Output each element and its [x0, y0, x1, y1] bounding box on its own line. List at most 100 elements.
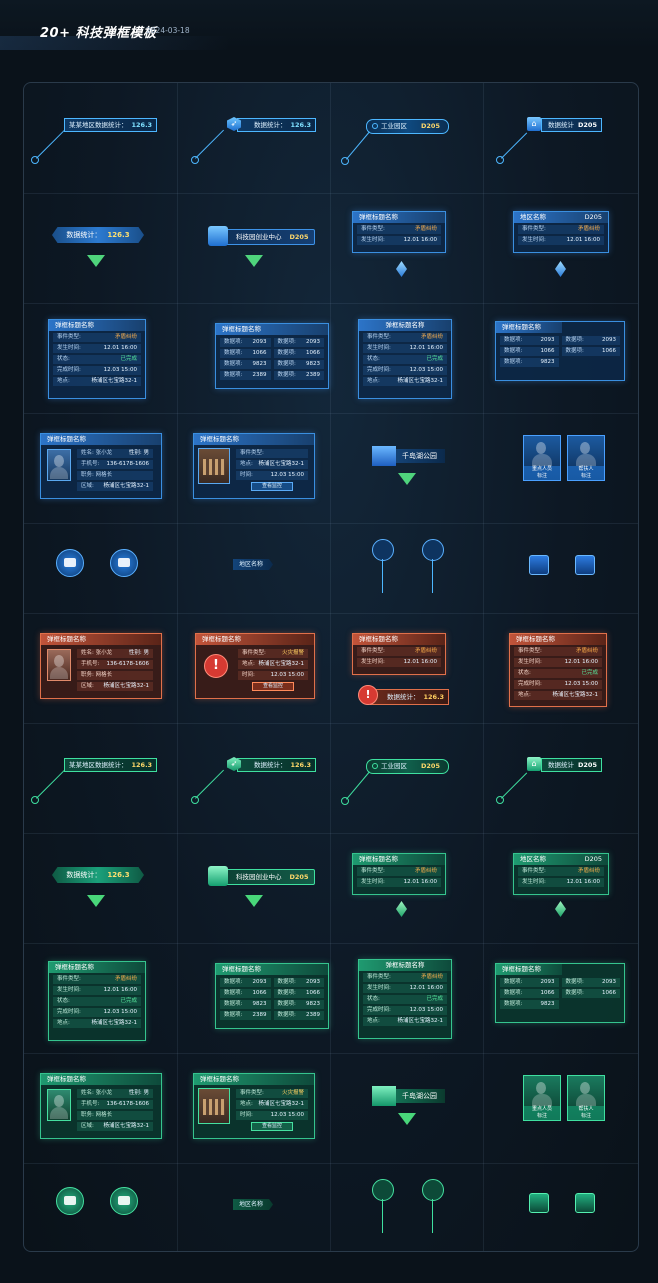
row-event: 事件类型:矛盾纠纷: [53, 975, 141, 984]
stats-tag-callout-green[interactable]: 某某地区数据统计：126.3: [24, 723, 177, 833]
row-key: 状态:: [367, 356, 380, 362]
popup-detail[interactable]: 弹框标题名称 事件类型:矛盾纠纷 发生时间:12.01 16:00 状态:已完成…: [24, 303, 177, 413]
park-marker[interactable]: 千岛湖公园: [330, 413, 483, 523]
tag-badge-icon[interactable]: [529, 555, 549, 575]
popup-grid[interactable]: 弹框标题名称 数据项:2093 数据项:2093 数据项:1066 数据项:10…: [177, 303, 330, 413]
bus-pins-green[interactable]: [24, 1163, 177, 1251]
park-label: 千岛湖公园: [372, 446, 445, 466]
banner-label: 数据统计：: [66, 231, 102, 239]
popup-wide-grid[interactable]: 弹框标题名称 数据项:2093 数据项:2093 数据项:1066 数据项:10…: [483, 303, 636, 413]
helper-tile[interactable]: 帮扶人标注: [567, 1075, 605, 1121]
chevron-down-icon: [398, 1113, 416, 1125]
row-val: 杨浦区七宝路32-1: [258, 1101, 304, 1107]
bus-stick-pins[interactable]: [330, 523, 483, 613]
person-card[interactable]: 弹框标题名称 姓名: 张小龙性别: 男 手机号:136-6178-1606 职务…: [24, 413, 177, 523]
row-val: 已完成: [581, 670, 598, 676]
view-monitor-button[interactable]: 查看监控: [251, 482, 293, 491]
hex-stats-callout[interactable]: 数据统计：126.3 ➶: [177, 83, 330, 193]
cell-key: 数据项:: [224, 990, 243, 996]
cell-key: 数据项:: [565, 979, 584, 985]
tag-value: D205: [578, 121, 597, 129]
bus-icon[interactable]: [422, 539, 444, 561]
popup-small[interactable]: 弹框标题名称 事件类型:矛盾纠纷 发生时间:12.01 16:00: [330, 193, 483, 303]
popup-grid-green[interactable]: 弹框标题名称 数据项:2093 数据项:2093 数据项:1066 数据项:10…: [177, 943, 330, 1053]
fire-alarm-card[interactable]: 弹框标题名称 ! 事件类型:火灾报警 地点:杨浦区七宝路32-1 时间:12.0…: [177, 613, 330, 723]
view-monitor-button[interactable]: 查看监控: [252, 682, 294, 691]
tag-badges-green[interactable]: [483, 1163, 636, 1251]
row-val: 性别: 男: [128, 450, 149, 456]
banner-stats[interactable]: 数据统计：126.3: [24, 193, 177, 303]
cell-val: 2093: [602, 979, 616, 985]
people-tiles-green[interactable]: 重点人员标注 帮扶人标注: [483, 1053, 636, 1163]
view-monitor-button[interactable]: 查看监控: [251, 1122, 293, 1131]
person-info: 姓名: 张小龙性别: 男 手机号:136-6178-1606 职务: 网格长 区…: [73, 647, 157, 693]
detail-box: 弹框标题名称 事件类型:矛盾纠纷 发生时间:12.01 16:00 状态:已完成…: [48, 319, 146, 399]
bus-icon[interactable]: [372, 539, 394, 561]
tag-badges[interactable]: [483, 523, 636, 613]
banner-stats-green[interactable]: 数据统计：126.3: [24, 833, 177, 943]
region-flag-green[interactable]: 地区名称: [177, 1163, 330, 1251]
people-tiles[interactable]: 重点人员标注 帮扶人标注: [483, 413, 636, 523]
key-person-tile[interactable]: 重点人员标注: [523, 1075, 561, 1121]
grid-cell: 数据项:1066: [500, 989, 559, 998]
park-marker-green[interactable]: 千岛湖公园: [330, 1053, 483, 1163]
tag-badge-icon[interactable]: [575, 1193, 595, 1213]
cell-key: 数据项:: [277, 350, 296, 356]
tag-value: D205: [578, 761, 597, 769]
bus-pin-icon[interactable]: [110, 549, 138, 577]
popup-detail-green[interactable]: 弹框标题名称 事件类型:矛盾纠纷 发生时间:12.01 16:00 状态:已完成…: [24, 943, 177, 1053]
bus-pins[interactable]: [24, 523, 177, 613]
popup-title: 弹框标题名称: [216, 324, 328, 335]
row-key: 地点:: [518, 692, 531, 698]
row-val: 杨浦区七宝路32-1: [397, 378, 443, 384]
row-event: 事件类型:矛盾纠纷: [514, 647, 602, 656]
bus-icon[interactable]: [372, 1179, 394, 1201]
popup-small-green[interactable]: 弹框标题名称 事件类型:矛盾纠纷 发生时间:12.01 16:00: [330, 833, 483, 943]
bus-pin-icon[interactable]: [56, 1187, 84, 1215]
person-card-green[interactable]: 弹框标题名称 姓名: 张小龙性别: 男 手机号:136-6178-1606 职务…: [24, 1053, 177, 1163]
row-location: 地点:杨浦区七宝路32-1: [236, 460, 308, 469]
helper-tile[interactable]: 帮扶人标注: [567, 435, 605, 481]
popup-detail-alert[interactable]: 弹框标题名称 事件类型:矛盾纠纷 发生时间:12.01 16:00 状态:已完成…: [483, 613, 636, 723]
bus-pin-icon[interactable]: [110, 1187, 138, 1215]
key-person-tile[interactable]: 重点人员标注: [523, 435, 561, 481]
tag-badge-icon[interactable]: [529, 1193, 549, 1213]
bus-pin-icon[interactable]: [56, 549, 84, 577]
grid-cell: 数据项:1066: [220, 349, 271, 358]
region-flag[interactable]: 地区名称: [177, 523, 330, 613]
popup-box: 弹框标题名称 事件类型:矛盾纠纷 发生时间:12.01 16:00: [352, 853, 446, 895]
cell-val: 2389: [306, 1012, 320, 1018]
bus-icon[interactable]: [422, 1179, 444, 1201]
person-card-alert[interactable]: 弹框标题名称 姓名: 张小龙性别: 男 手机号:136-6178-1606 职务…: [24, 613, 177, 723]
alert-popup-with-stats[interactable]: 弹框标题名称 事件类型:矛盾纠纷 发生时间:12.01 16:00 数据统计：1…: [330, 613, 483, 723]
popup-detail-framed-green[interactable]: 弹框标题名称 事件类型:矛盾纠纷 发生时间:12.01 16:00 状态:已完成…: [330, 943, 483, 1053]
fire-card[interactable]: 弹框标题名称 事件类型: 地点:杨浦区七宝路32-1 时间:12.03 15:0…: [177, 413, 330, 523]
row-time: 发生时间:12.01 16:00: [363, 984, 447, 993]
alarm-info: 事件类型:火灾报警 地点:杨浦区七宝路32-1 时间:12.03 15:00 查…: [234, 647, 312, 693]
row-val: 杨浦区七宝路32-1: [103, 683, 149, 689]
popup-title: 弹框标题名称: [353, 212, 445, 223]
hex-stats-callout-green[interactable]: 数据统计：126.3 ➶: [177, 723, 330, 833]
tag-badge-icon[interactable]: [575, 555, 595, 575]
bus-stick-pins-green[interactable]: [330, 1163, 483, 1251]
row-time: 发生时间:12.01 16:00: [357, 878, 441, 887]
stats-tag-callout[interactable]: 某某地区数据统计：126.3: [24, 83, 177, 193]
cell-key: 数据项:: [224, 350, 243, 356]
row-val: 已完成: [426, 996, 443, 1002]
row-val: 已完成: [426, 356, 443, 362]
diamond-marker-icon: [396, 901, 407, 917]
popup-detail-framed[interactable]: 弹框标题名称 事件类型:矛盾纠纷 发生时间:12.01 16:00 状态:已完成…: [330, 303, 483, 413]
row-key: 姓名: 张小龙: [81, 650, 113, 656]
popup-wide-grid-green[interactable]: 弹框标题名称 数据项:2093 数据项:2093 数据项:1066 数据项:10…: [483, 943, 636, 1053]
fire-card-green[interactable]: 弹框标题名称 事件类型:火灾报警 地点:杨浦区七宝路32-1 时间:12.03 …: [177, 1053, 330, 1163]
row-area: 区域:杨浦区七宝路32-1: [77, 1122, 153, 1131]
